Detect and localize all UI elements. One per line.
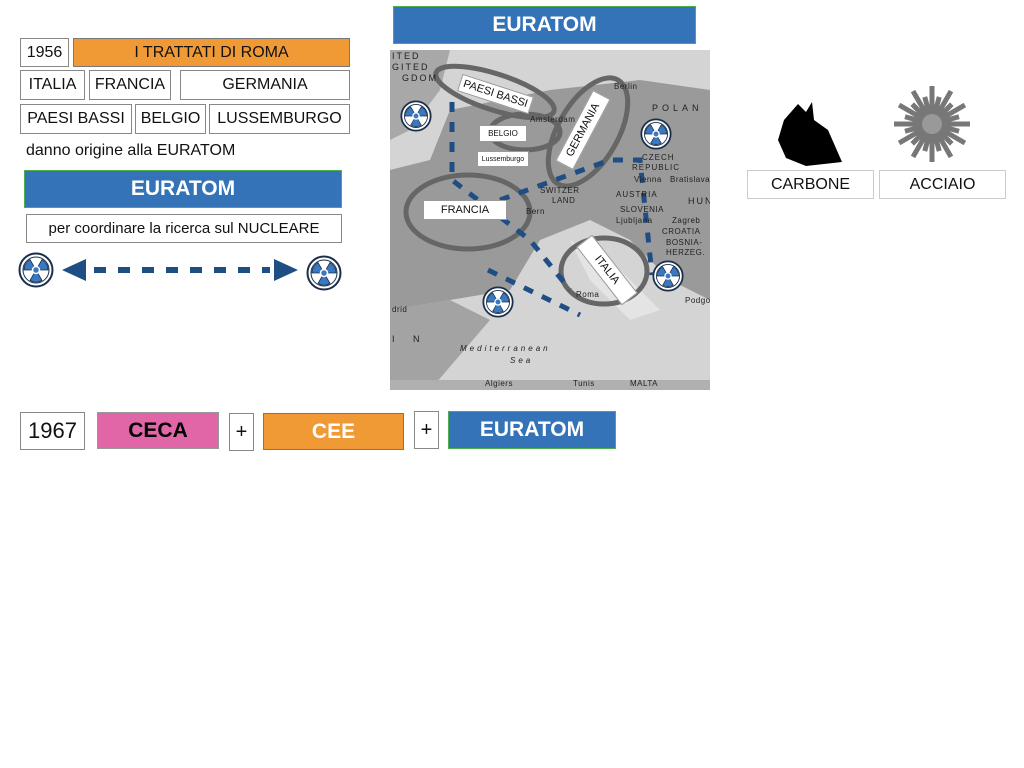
origin-sentence: danno origine alla EURATOM bbox=[26, 142, 236, 159]
map-label-francia: FRANCIA bbox=[423, 200, 507, 220]
map-place: LAND bbox=[552, 196, 576, 205]
map-place: I N bbox=[392, 334, 428, 344]
country-paesi-bassi: PAESI BASSI bbox=[20, 104, 132, 134]
map-place: HERZEG. bbox=[666, 248, 706, 257]
year-1956: 1956 bbox=[20, 38, 69, 67]
country-lussemburgo: LUSSEMBURGO bbox=[209, 104, 350, 134]
euratom-banner: EURATOM bbox=[24, 170, 342, 208]
country-italia: ITALIA bbox=[20, 70, 85, 100]
radiation-icon bbox=[482, 286, 514, 318]
map-place: Zagreb bbox=[672, 216, 701, 225]
map-place: Bratislava bbox=[670, 175, 710, 184]
map-place: Vienna bbox=[634, 175, 662, 184]
map-place: MALTA bbox=[630, 379, 658, 388]
euratom-box: EURATOM bbox=[448, 411, 616, 449]
map-label-lussemburgo: Lussemburgo bbox=[477, 151, 529, 167]
map-place: SLOVENIA bbox=[620, 205, 665, 214]
map-place: Sea bbox=[510, 356, 534, 365]
map-place: CZECH bbox=[642, 153, 675, 162]
map-place: Amsterdam bbox=[530, 115, 576, 124]
map-place: ITED bbox=[392, 51, 421, 61]
map-place: SWITZER bbox=[540, 186, 580, 195]
radiation-icon bbox=[640, 118, 672, 150]
map-place: HUN bbox=[688, 196, 710, 206]
map-label-belgio: BELGIO bbox=[479, 125, 527, 142]
acciaio-label: ACCIAIO bbox=[879, 170, 1006, 199]
map-place: Berlin bbox=[614, 82, 638, 91]
map-place: CROATIA bbox=[662, 227, 701, 236]
ceca-box: CECA bbox=[97, 412, 219, 449]
map-place: GITED bbox=[392, 62, 430, 72]
map-place: Ljubljana bbox=[616, 216, 653, 225]
map-place: Bern bbox=[526, 207, 545, 216]
map-place: POLAN bbox=[652, 103, 703, 113]
country-francia: FRANCIA bbox=[89, 70, 171, 100]
cee-box: CEE bbox=[263, 413, 404, 450]
map-place: drid bbox=[392, 305, 408, 314]
country-belgio: BELGIO bbox=[135, 104, 206, 134]
plus-sign: + bbox=[414, 411, 439, 449]
map-place: Podgori bbox=[685, 296, 710, 305]
map-place: Roma bbox=[576, 290, 600, 299]
country-germania: GERMANIA bbox=[180, 70, 350, 100]
carbone-label: CARBONE bbox=[747, 170, 874, 199]
map-place: BOSNIA- bbox=[666, 238, 703, 247]
coal-icon bbox=[778, 102, 842, 166]
map-place: GDOM bbox=[402, 73, 438, 83]
europe-map: PAESI BASSI BELGIO Lussemburgo GERMANIA … bbox=[390, 50, 710, 390]
map-place: Tunis bbox=[573, 379, 595, 388]
map-header: EURATOM bbox=[393, 6, 696, 44]
radiation-icon bbox=[652, 260, 684, 292]
steel-icon bbox=[894, 86, 970, 162]
map-place: Algiers bbox=[485, 379, 513, 388]
plus-sign: + bbox=[229, 413, 254, 451]
radiation-icon bbox=[18, 252, 54, 288]
treaties-title: I TRATTATI DI ROMA bbox=[73, 38, 350, 67]
map-place: REPUBLIC bbox=[632, 163, 681, 172]
double-arrow-icon bbox=[62, 259, 298, 281]
year-1967: 1967 bbox=[20, 412, 85, 450]
radiation-icon bbox=[306, 255, 342, 291]
radiation-icon bbox=[400, 100, 432, 132]
map-place: AUSTRIA bbox=[616, 190, 658, 199]
purpose-text: per coordinare la ricerca sul NUCLEARE bbox=[26, 214, 342, 243]
map-place: Mediterranean bbox=[460, 344, 551, 353]
